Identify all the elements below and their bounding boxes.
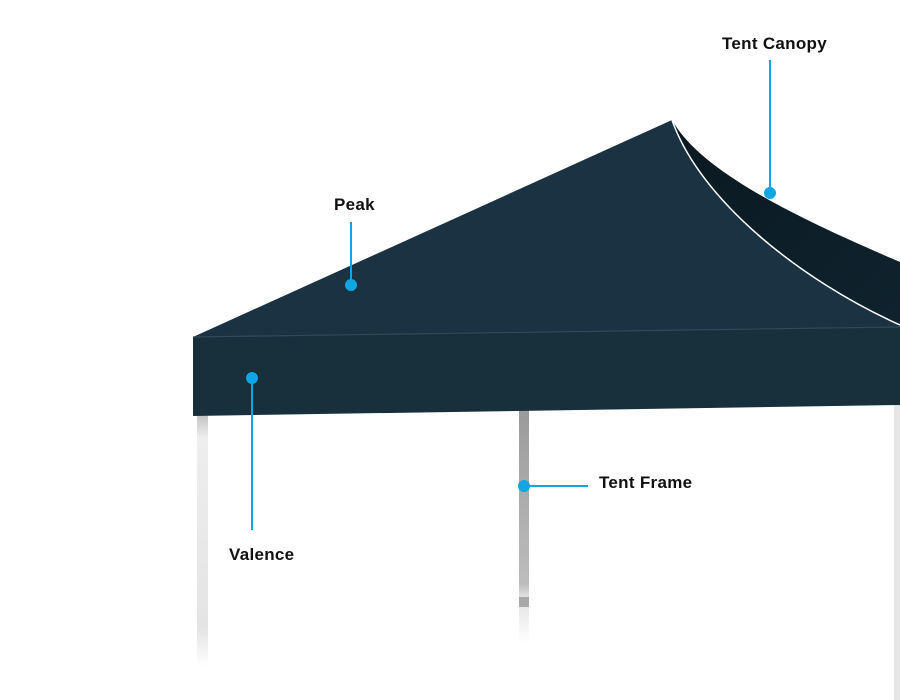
middle-leg (519, 408, 529, 643)
frame-callout-dot (518, 480, 530, 492)
valence-panel (193, 327, 900, 416)
canopy-callout-dot (764, 187, 776, 199)
canopy-roof (193, 120, 900, 340)
left-leg (197, 412, 208, 667)
peak-label: Peak (334, 195, 375, 214)
valence-callout-dot (246, 372, 258, 384)
middle-leg-foot (519, 597, 529, 607)
tent-frame-label: Tent Frame (599, 473, 693, 492)
canopy-far-side (672, 120, 900, 325)
canopy-edge-highlight (671, 119, 900, 326)
peak-callout-dot (345, 279, 357, 291)
valence-label: Valence (229, 545, 295, 564)
right-leg (894, 404, 900, 700)
tent-canopy-label: Tent Canopy (722, 34, 827, 53)
